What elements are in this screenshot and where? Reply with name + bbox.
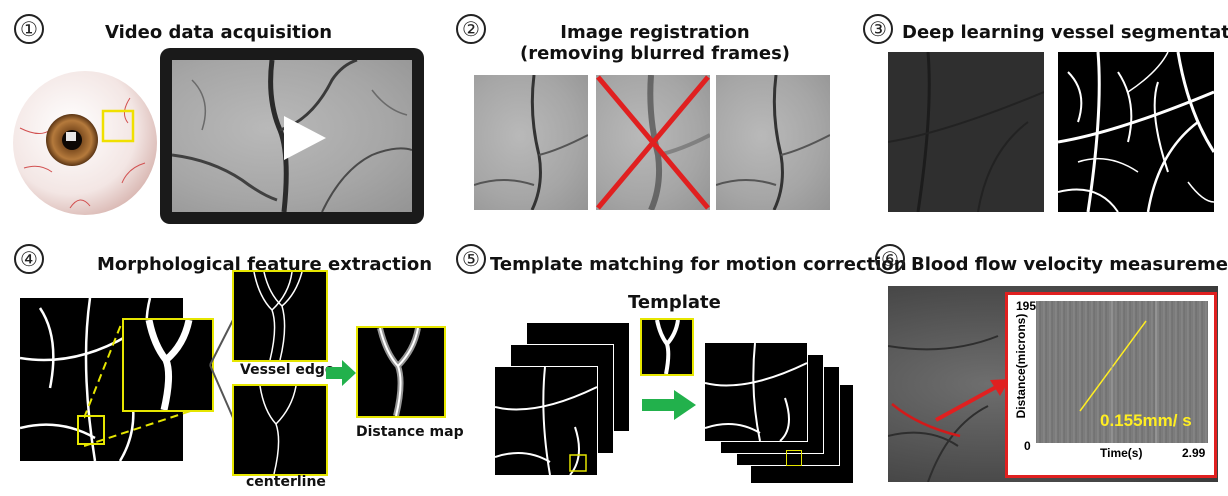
match-box — [786, 450, 802, 466]
zoom-connector — [84, 321, 213, 447]
step-6-title: Blood flow velocity measurement — [911, 254, 1228, 275]
play-icon[interactable] — [280, 114, 328, 162]
red-arrow-icon — [932, 376, 1012, 424]
step-2-title-line1: Image registration — [560, 22, 750, 43]
vessel-edge-label: Vessel edge — [240, 362, 335, 378]
y-max-label: 195 — [1016, 299, 1037, 313]
distance-map-label: Distance map — [356, 424, 464, 440]
centerline-image — [232, 384, 328, 476]
step-5-number: ⑤ — [456, 244, 486, 274]
velocity-value: 0.155mm/ s — [1100, 411, 1192, 430]
x-max-label: 2.99 — [1182, 446, 1206, 460]
segmented-vessel-image — [1058, 52, 1214, 212]
step-4-title: Morphological feature extraction — [97, 254, 433, 275]
step-3-number: ③ — [863, 14, 893, 44]
eyeball-image — [10, 68, 160, 218]
template-image — [640, 318, 694, 376]
video-player[interactable] — [160, 48, 424, 224]
kymograph-panel: Distance(microns) 195 0 0.155mm/ s Time(… — [1005, 292, 1217, 478]
step-1-title: Video data acquisition — [105, 22, 333, 43]
step-2-number: ② — [456, 14, 486, 44]
corrected-frame-front — [704, 342, 808, 442]
red-x-icon — [596, 75, 710, 210]
step-6-number: ⑥ — [875, 244, 905, 274]
y-min-label: 0 — [1024, 439, 1031, 453]
step-1-number: ① — [14, 14, 44, 44]
registered-frame-2 — [716, 75, 830, 210]
step-5-title: Template matching for motion correction — [490, 254, 907, 275]
distance-map-image — [356, 326, 446, 418]
centerline-label: centerline — [246, 474, 326, 490]
registered-frame-1 — [474, 75, 588, 210]
stack-frame-front — [494, 366, 598, 476]
split-arrows — [209, 317, 235, 421]
green-arrow-icon — [326, 360, 356, 386]
step-4-number: ④ — [14, 244, 44, 274]
step-2-title-line2: (removing blurred frames) — [519, 43, 791, 64]
template-heading: Template — [628, 292, 721, 313]
blurred-frame — [596, 75, 710, 210]
green-arrow-icon — [642, 390, 696, 420]
kymograph-plot: 0.155mm/ s — [1036, 301, 1208, 443]
raw-vessel-image — [888, 52, 1044, 212]
step-2-title: Image registration (removing blurred fra… — [500, 22, 810, 64]
kymograph-xlabel: Time(s) — [1100, 446, 1143, 460]
zoomed-vessel — [122, 318, 214, 412]
kymograph-ylabel: Distance(microns) — [1014, 313, 1028, 419]
video-frame — [172, 60, 412, 212]
step-3-title: Deep learning vessel segmentation — [902, 22, 1228, 43]
vessel-edge-image — [232, 270, 328, 362]
